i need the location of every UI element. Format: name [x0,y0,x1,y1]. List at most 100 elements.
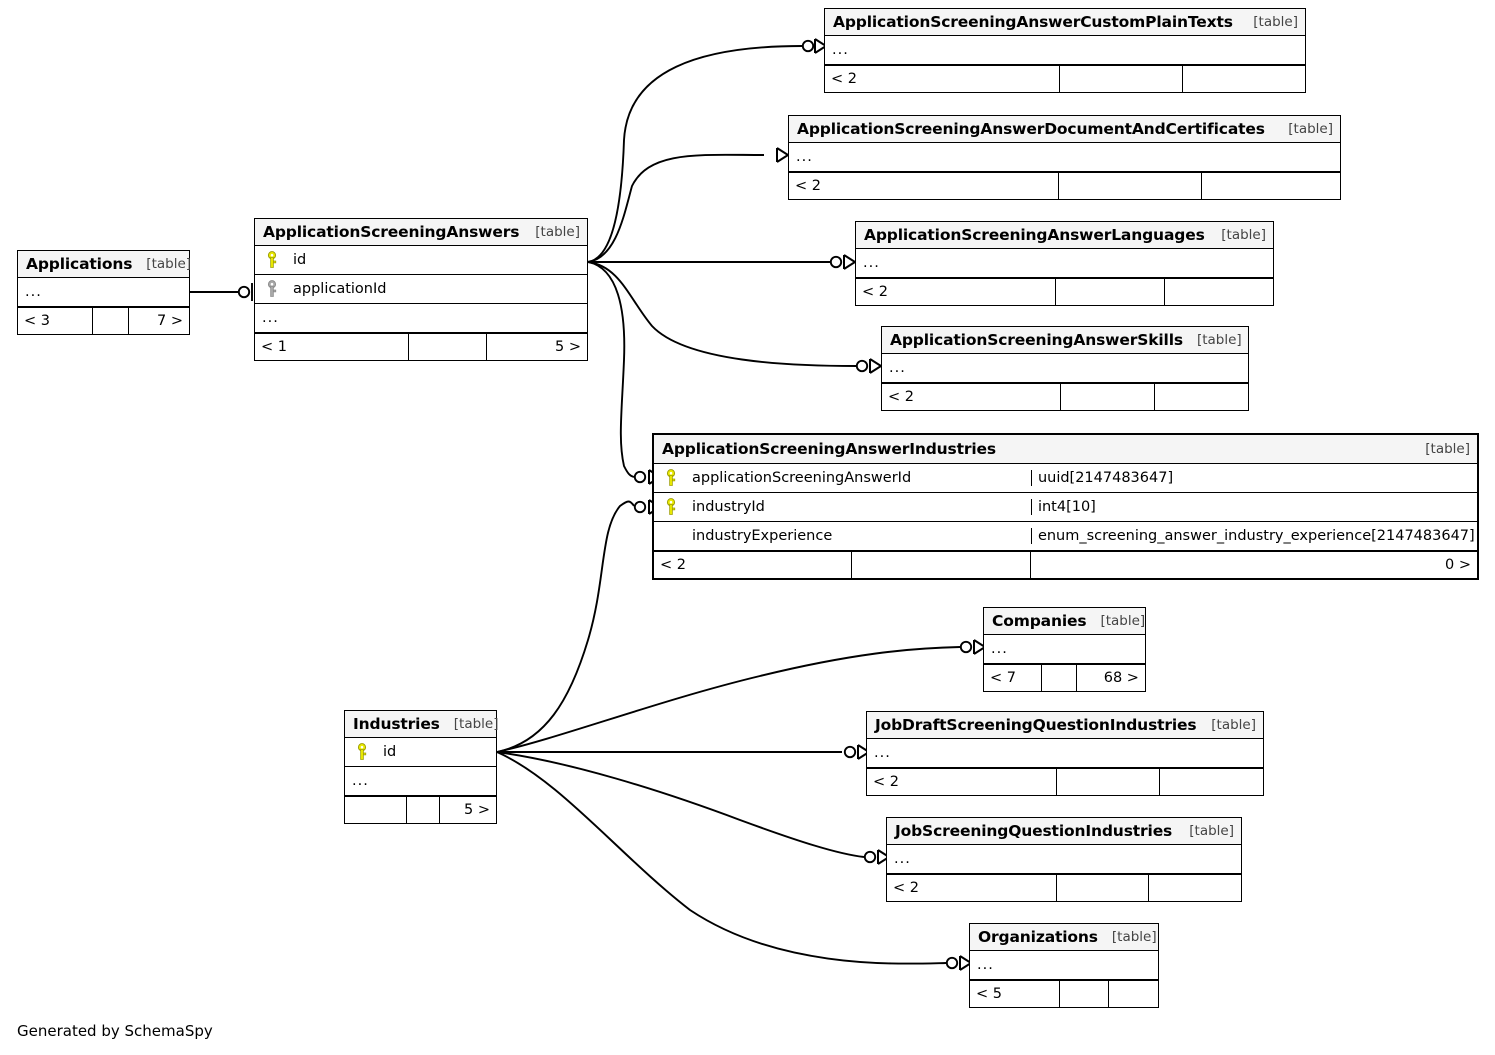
column-row-industryexperience: industryExperience enum_screening_answer… [654,522,1477,551]
table-answers-footer: < 1 5 > [255,333,587,360]
column-name: industryExperience [692,528,833,544]
endpoint-circle-answerindustries-bottom [633,500,647,514]
footer-right: 5 > [464,802,490,818]
table-answerindustries-tag: [table] [1425,440,1470,457]
table-languages-title: ApplicationScreeningAnswerLanguages [864,225,1205,244]
footer-left: < 2 [825,66,1061,92]
column-row-id: id [255,246,587,275]
footer-left: < 2 [789,173,1059,199]
table-jobdraft-tag: [table] [1211,716,1256,733]
column-name: industryId [692,499,765,515]
footer-middle [1060,981,1110,1007]
table-industries-title: Industries [353,714,440,733]
edge-answers-to-answerindustries [587,261,635,478]
column-name: id [383,744,397,760]
table-customplaintexts-title: ApplicationScreeningAnswerCustomPlainTex… [833,12,1233,31]
table-customplaintexts-tag: [table] [1253,13,1298,30]
footer-right [1183,66,1305,92]
table-documentcertificates-title: ApplicationScreeningAnswerDocumentAndCer… [797,119,1265,138]
table-industries[interactable]: Industries [table] id ... 5 > [344,710,499,824]
table-documentcertificates-ellipsis-row: ... [789,143,1340,172]
primary-key-icon [654,469,688,487]
edge-answers-to-customplaintexts [587,45,803,263]
primary-key-icon [345,743,379,761]
table-companies-header: Companies [table] [984,608,1145,635]
primary-key-icon [255,251,289,269]
table-application-screening-answers[interactable]: ApplicationScreeningAnswers [table] id a… [254,218,588,361]
endpoint-circle-jobscreening [863,850,877,864]
table-industries-tag: [table] [453,715,499,732]
table-customplaintexts-ellipsis-row: ... [825,36,1305,65]
footer-left: < 7 [984,665,1042,691]
table-answers-title: ApplicationScreeningAnswers [263,222,520,241]
table-organizations[interactable]: Organizations [table] ... < 5 [969,923,1159,1008]
table-answerindustries-title: ApplicationScreeningAnswerIndustries [662,439,996,458]
footer-right [1160,769,1263,795]
footer-left: < 5 [970,981,1061,1007]
footer-left: < 2 [654,552,852,578]
table-languages-ellipsis-row: ... [856,249,1273,278]
table-applications[interactable]: Applications [table] ... < 3 7 > [17,250,191,335]
footer-middle [1061,384,1155,410]
table-documentcertificates-footer: < 2 [789,172,1340,199]
column-name: applicationScreeningAnswerId [692,470,912,486]
endpoint-circle-companies [959,640,973,654]
table-documentcertificates-header: ApplicationScreeningAnswerDocumentAndCer… [789,116,1340,143]
table-answer-industries[interactable]: ApplicationScreeningAnswerIndustries [ta… [652,433,1479,580]
footer-left: < 2 [867,769,1058,795]
endpoint-circle-jobdraftscreening [843,745,857,759]
table-organizations-ellipsis-row: ... [970,951,1158,980]
table-job-screening-question-industries[interactable]: JobScreeningQuestionIndustries [table] .… [886,817,1242,902]
table-answer-languages[interactable]: ApplicationScreeningAnswerLanguages [tab… [855,221,1274,306]
column-name: id [293,252,307,268]
table-organizations-tag: [table] [1111,928,1157,945]
footer-right [1155,384,1248,410]
table-jobscreening-header: JobScreeningQuestionIndustries [table] [887,818,1241,845]
footer-right: 7 > [157,313,183,329]
footer-left: < 1 [255,334,410,360]
footer-middle [407,797,441,823]
footer-middle [1060,66,1183,92]
table-job-draft-screening-question-industries[interactable]: JobDraftScreeningQuestionIndustries [tab… [866,711,1264,796]
table-answer-skills[interactable]: ApplicationScreeningAnswerSkills [table]… [881,326,1249,411]
footer-left: < 2 [882,384,1062,410]
column-row-id: id [345,738,496,767]
table-jobscreening-footer: < 2 [887,874,1241,901]
column-row-applicationscreeninganswerid: applicationScreeningAnswerId uuid[214748… [654,464,1477,493]
table-custom-plain-texts[interactable]: ApplicationScreeningAnswerCustomPlainTex… [824,8,1306,93]
table-companies-tag: [table] [1100,612,1146,629]
column-row-industryid: industryId int4[10] [654,493,1477,522]
table-jobscreening-ellipsis-row: ... [887,845,1241,874]
footer-right [1109,981,1158,1007]
table-companies-title: Companies [992,611,1087,630]
table-jobscreening-title: JobScreeningQuestionIndustries [895,821,1173,840]
footer-middle [852,552,1031,578]
footer-left [345,797,407,823]
table-industries-ellipsis-row: ... [345,767,496,796]
table-answers-ellipsis-row: ... [255,304,587,333]
footer-right [1202,173,1340,199]
crowfoot-languages [843,254,856,270]
column-row-applicationid: applicationId [255,275,587,304]
table-skills-tag: [table] [1196,331,1242,348]
column-type: int4[10] [1030,499,1477,515]
footer-middle [1056,279,1165,305]
table-jobdraft-header: JobDraftScreeningQuestionIndustries [tab… [867,712,1263,739]
table-organizations-title: Organizations [978,927,1098,946]
crowfoot-skills [869,358,882,374]
footer-middle [1059,173,1203,199]
footer-middle [1042,665,1078,691]
table-industries-footer: 5 > [345,796,496,823]
table-companies[interactable]: Companies [table] ... < 7 68 > [983,607,1146,692]
table-languages-tag: [table] [1221,226,1266,243]
table-answerindustries-footer: < 2 0 > [654,551,1477,578]
table-skills-ellipsis-row: ... [882,354,1248,383]
footer-right: 0 > [1445,557,1471,573]
table-applications-ellipsis-row: ... [18,278,189,307]
table-document-and-certificates[interactable]: ApplicationScreeningAnswerDocumentAndCer… [788,115,1341,200]
table-applications-title: Applications [26,254,133,273]
table-applications-footer: < 3 7 > [18,307,189,334]
endpoint-circle-languages [829,255,843,269]
footer-left: < 2 [887,875,1057,901]
table-languages-footer: < 2 [856,278,1273,305]
